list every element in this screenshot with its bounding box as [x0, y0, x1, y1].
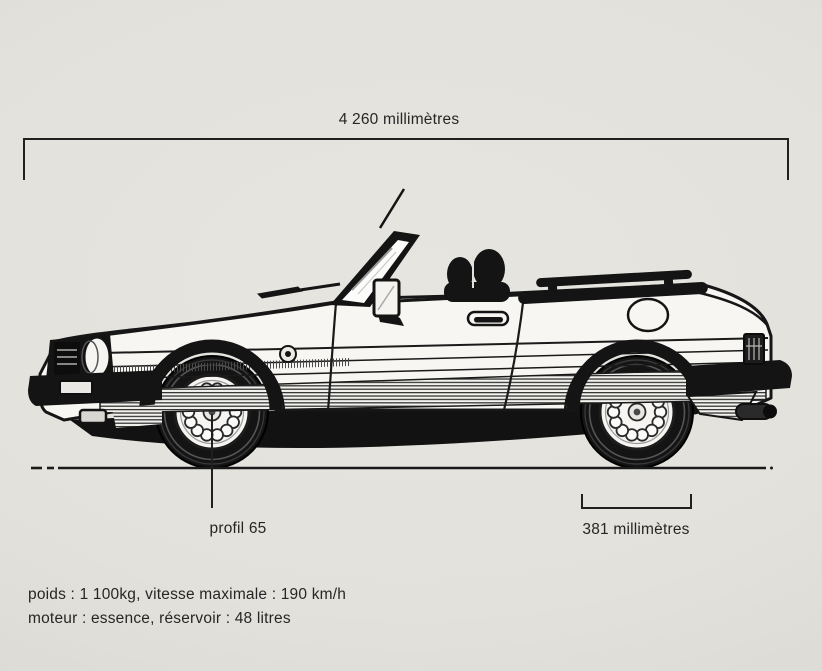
door-lines — [326, 294, 526, 411]
wheel-size-dimension-line — [581, 494, 692, 509]
windshield — [330, 231, 420, 307]
antenna — [378, 188, 406, 229]
tail-light — [743, 333, 765, 365]
rocker-trim — [99, 367, 767, 414]
fuel-cap — [626, 297, 670, 333]
length-label: 4 260 millimètres — [339, 111, 460, 128]
rear-bumper — [686, 360, 792, 396]
specs-line-2: moteur : essence, réservoir : 48 litres — [28, 610, 291, 627]
headlight — [81, 335, 112, 379]
tire-profile-label: profil 65 — [210, 520, 267, 537]
side-mirror — [372, 278, 404, 326]
headrests — [444, 249, 510, 302]
exhaust-pipe — [735, 403, 777, 420]
hood-line — [83, 302, 339, 339]
specs-line-1: poids : 1 100kg, vitesse maximale : 190 … — [28, 586, 346, 603]
front-marker-light — [59, 380, 93, 395]
fog-light — [78, 408, 108, 425]
fender-badge — [279, 345, 297, 363]
car-illustration — [28, 188, 792, 470]
folded-convertible-top — [518, 269, 708, 304]
trunk-edge — [695, 290, 769, 327]
ground-line — [31, 466, 773, 470]
front-valance-texture — [112, 404, 162, 428]
front-bumper — [28, 370, 162, 406]
wheel-size-label: 381 millimètres — [582, 521, 689, 538]
door-handle — [466, 310, 510, 327]
windshield-wipers — [256, 282, 341, 299]
length-dimension-line — [23, 138, 789, 180]
